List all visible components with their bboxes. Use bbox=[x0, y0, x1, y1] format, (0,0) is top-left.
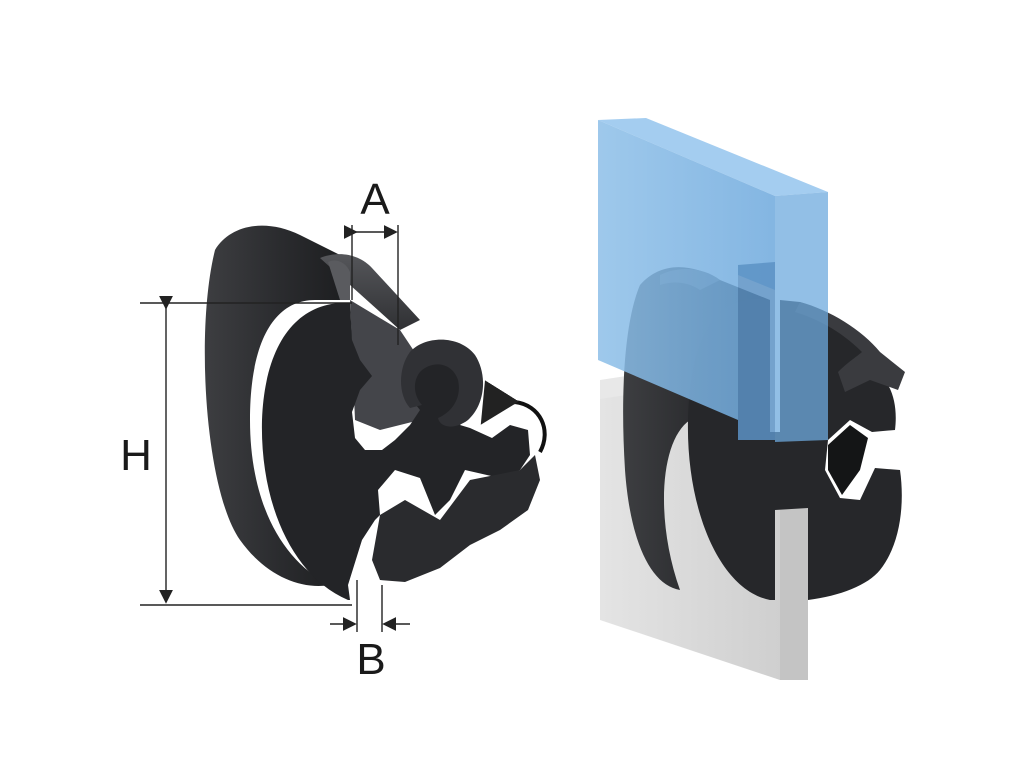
dimension-h-label: H bbox=[120, 431, 152, 480]
left-profile-tongue bbox=[401, 339, 484, 427]
glass-panel bbox=[598, 118, 828, 442]
left-profile-lower-lip bbox=[372, 455, 540, 582]
left-profile-highlight bbox=[328, 260, 350, 300]
frame-panel-front-edge bbox=[780, 505, 808, 680]
glass-panel-side bbox=[598, 120, 775, 420]
left-profile-back-body bbox=[204, 225, 350, 586]
right-profile-inner-cavity bbox=[828, 425, 868, 495]
left-profile: A H B bbox=[120, 175, 547, 684]
right-assembly bbox=[598, 118, 905, 680]
dimension-a: A bbox=[343, 175, 399, 345]
glass-panel-front-edge bbox=[775, 192, 828, 442]
dimension-b-label: B bbox=[356, 635, 385, 684]
dimension-b: B bbox=[330, 580, 410, 684]
flex-arrow-icon bbox=[480, 380, 547, 453]
dimension-a-label: A bbox=[360, 175, 390, 224]
glass-panel-insert bbox=[738, 262, 775, 440]
dimension-h: H bbox=[120, 295, 352, 606]
frame-panel-top-edge bbox=[600, 376, 626, 399]
right-profile-top-lip bbox=[795, 302, 905, 392]
left-profile-channel-upper bbox=[350, 300, 420, 430]
glass-panel-top bbox=[598, 118, 828, 196]
